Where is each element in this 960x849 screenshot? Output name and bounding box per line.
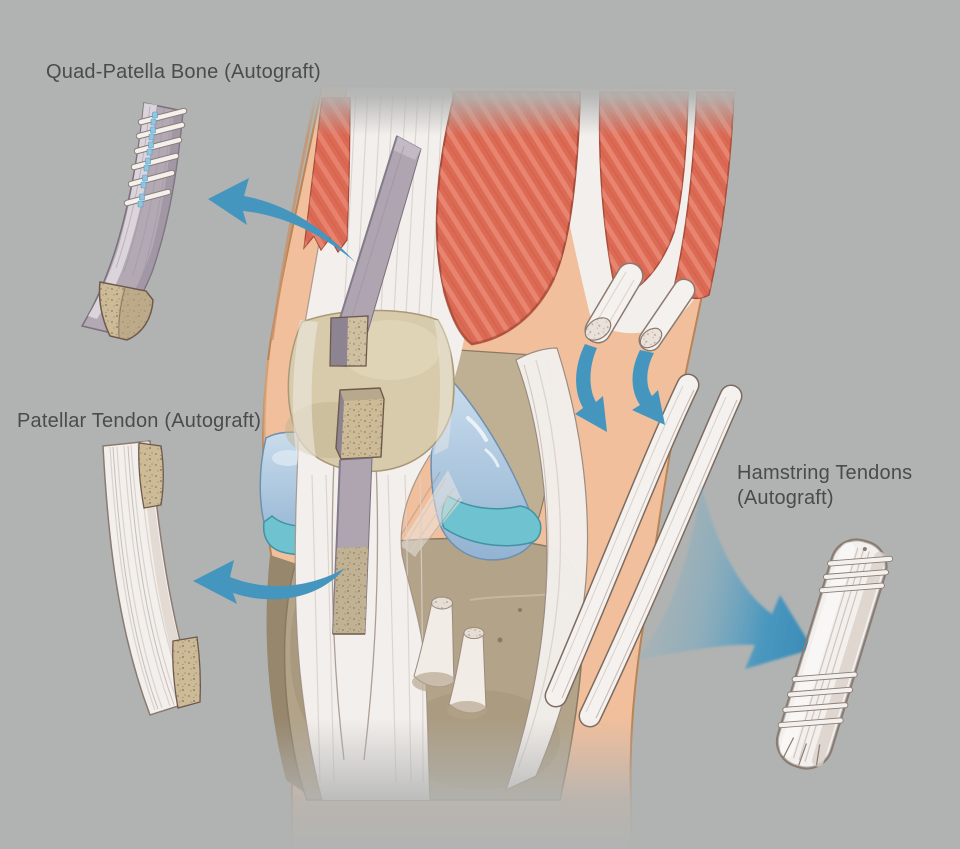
graft-bone-block bbox=[172, 636, 202, 709]
suture-wraps bbox=[123, 107, 188, 207]
acl-fibers bbox=[397, 470, 462, 557]
hamstring-graft bbox=[775, 538, 894, 770]
hamstring-muscle-2 bbox=[673, 91, 735, 300]
bottom-fade bbox=[0, 718, 742, 849]
hamstring-tendon-strips bbox=[544, 373, 743, 728]
graft-bone-block bbox=[98, 281, 154, 341]
suture-stitches bbox=[137, 111, 158, 208]
suture-wraps bbox=[777, 555, 894, 729]
quadriceps-muscles bbox=[303, 90, 735, 352]
hamstring-cut-arrow-2 bbox=[632, 350, 665, 425]
hamstring-tendon-stumps bbox=[584, 262, 696, 352]
quad-graft-arrow bbox=[208, 178, 355, 262]
graft-bone-block bbox=[138, 442, 164, 509]
tibial-tendon-stumps bbox=[412, 596, 487, 719]
patella-bone-block bbox=[335, 387, 385, 460]
top-fade bbox=[240, 80, 960, 136]
label-hamstring-line1: Hamstring Tendons bbox=[737, 462, 913, 484]
label-hamstring-tendons: Hamstring Tendons (Autograft) bbox=[737, 461, 912, 511]
patellar-tendon-harvest-strip bbox=[332, 457, 373, 635]
label-patellar-tendon: Patellar Tendon (Autograft) bbox=[17, 410, 262, 432]
hamstring-cut-arrow-1 bbox=[575, 344, 607, 432]
patella-harvest-channel bbox=[329, 315, 369, 367]
hamstring-muscle-1 bbox=[598, 91, 689, 299]
arrows bbox=[193, 178, 665, 604]
patellar-graft-arrow bbox=[193, 560, 345, 604]
patellar-tendon-graft bbox=[102, 440, 202, 716]
label-hamstring-line2: (Autograft) bbox=[737, 487, 834, 509]
rectus-femoris bbox=[435, 91, 582, 346]
quad-patella-graft bbox=[80, 102, 188, 341]
hamstring-graft-arrow bbox=[634, 484, 813, 669]
vastus-medialis bbox=[303, 97, 351, 254]
label-quad-patella-bone: Quad-Patella Bone (Autograft) bbox=[46, 61, 321, 83]
